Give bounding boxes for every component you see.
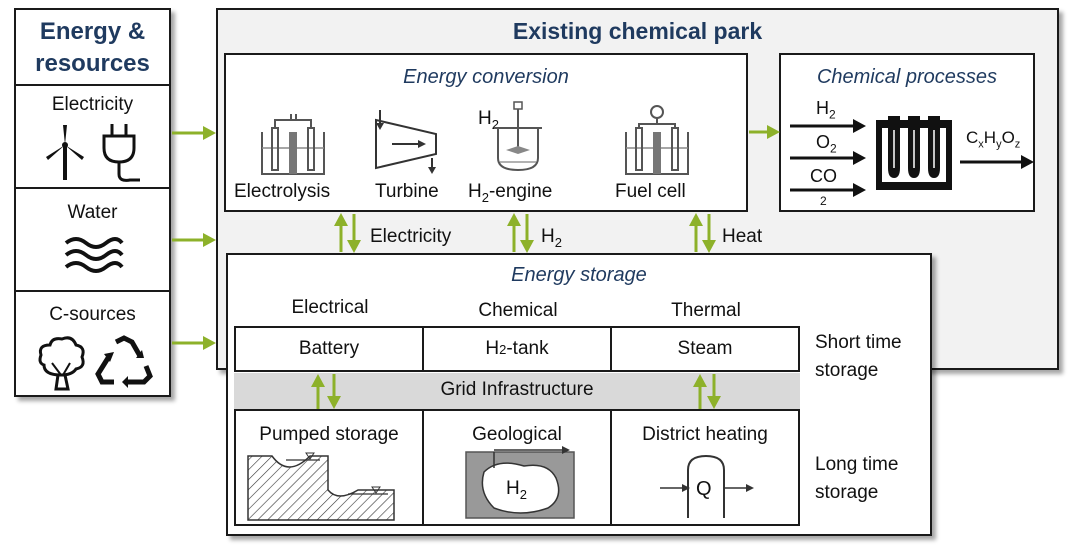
h2-engine-label: H2-engine: [468, 181, 553, 205]
chemical-park-title: Existing chemical park: [512, 18, 763, 44]
steam-cell: Steam: [677, 338, 733, 359]
turbine-icon: [375, 110, 437, 174]
geological-h2: H2: [506, 478, 527, 502]
grid-infrastructure-label: Grid Infrastructure: [440, 379, 594, 400]
electrolysis-icon: [261, 114, 325, 175]
link-electricity-label: Electricity: [370, 226, 452, 247]
district-heating-icon: [660, 454, 754, 518]
wind-turbine-icon: [46, 125, 84, 180]
link-heat-label: Heat: [722, 226, 763, 247]
resources-title-2: resources: [35, 50, 150, 77]
c-sources-label: C-sources: [49, 304, 136, 325]
separator: [610, 409, 612, 526]
geological-label: Geological: [472, 424, 562, 445]
recycle-icon: [95, 335, 153, 388]
input-h2: H2: [816, 98, 836, 122]
test-tubes-icon: [876, 116, 952, 190]
district-heating-label: District heating: [642, 424, 768, 445]
district-heating-q: Q: [696, 478, 712, 500]
geological-icon: [465, 446, 575, 519]
short-time-label-2: storage: [815, 360, 879, 381]
input-o2: O2: [816, 132, 837, 156]
separator: [422, 409, 424, 526]
pumped-storage-label: Pumped storage: [259, 424, 399, 445]
electrolysis-label: Electrolysis: [234, 181, 331, 202]
separator: [610, 326, 612, 372]
grid-infrastructure-band: [234, 373, 800, 409]
water-label: Water: [67, 202, 118, 223]
tree-icon: [38, 336, 85, 391]
energy-storage-title: Energy storage: [511, 264, 647, 286]
link-h2-label: H2: [541, 226, 562, 250]
separator: [14, 290, 171, 292]
chemical-processes-title: Chemical processes: [816, 66, 998, 88]
col-electrical: Electrical: [291, 297, 369, 318]
resources-panel: [14, 8, 171, 397]
h2-engine-icon: [494, 101, 542, 172]
electricity-label: Electricity: [51, 94, 134, 115]
separator: [14, 84, 171, 86]
input-co2-sub: 2: [820, 194, 827, 208]
turbine-label: Turbine: [375, 181, 439, 202]
long-time-label-2: storage: [815, 482, 879, 503]
water-waves-icon: [64, 237, 124, 273]
separator: [14, 187, 171, 189]
long-storage-row: [234, 409, 800, 526]
fuel-cell-label: Fuel cell: [615, 181, 686, 202]
short-time-label-1: Short time: [815, 332, 902, 353]
battery-cell: Battery: [298, 338, 360, 359]
input-co2: CO: [810, 166, 837, 186]
resources-title-1: Energy &: [39, 18, 146, 45]
col-thermal: Thermal: [671, 300, 741, 321]
separator: [422, 326, 424, 372]
col-chemical: Chemical: [478, 300, 558, 321]
engine-icon-h2: H2: [478, 108, 499, 132]
energy-conversion-title: Energy conversion: [403, 66, 569, 88]
long-time-label-1: Long time: [815, 454, 899, 475]
energy-conversion-box: [224, 53, 748, 212]
plug-icon: [102, 124, 140, 182]
fuel-cell-icon: [625, 105, 689, 175]
pumped-storage-icon: [247, 452, 395, 521]
output-cxhyoz: CxHyOz: [966, 128, 1021, 151]
short-storage-row: [234, 326, 800, 372]
